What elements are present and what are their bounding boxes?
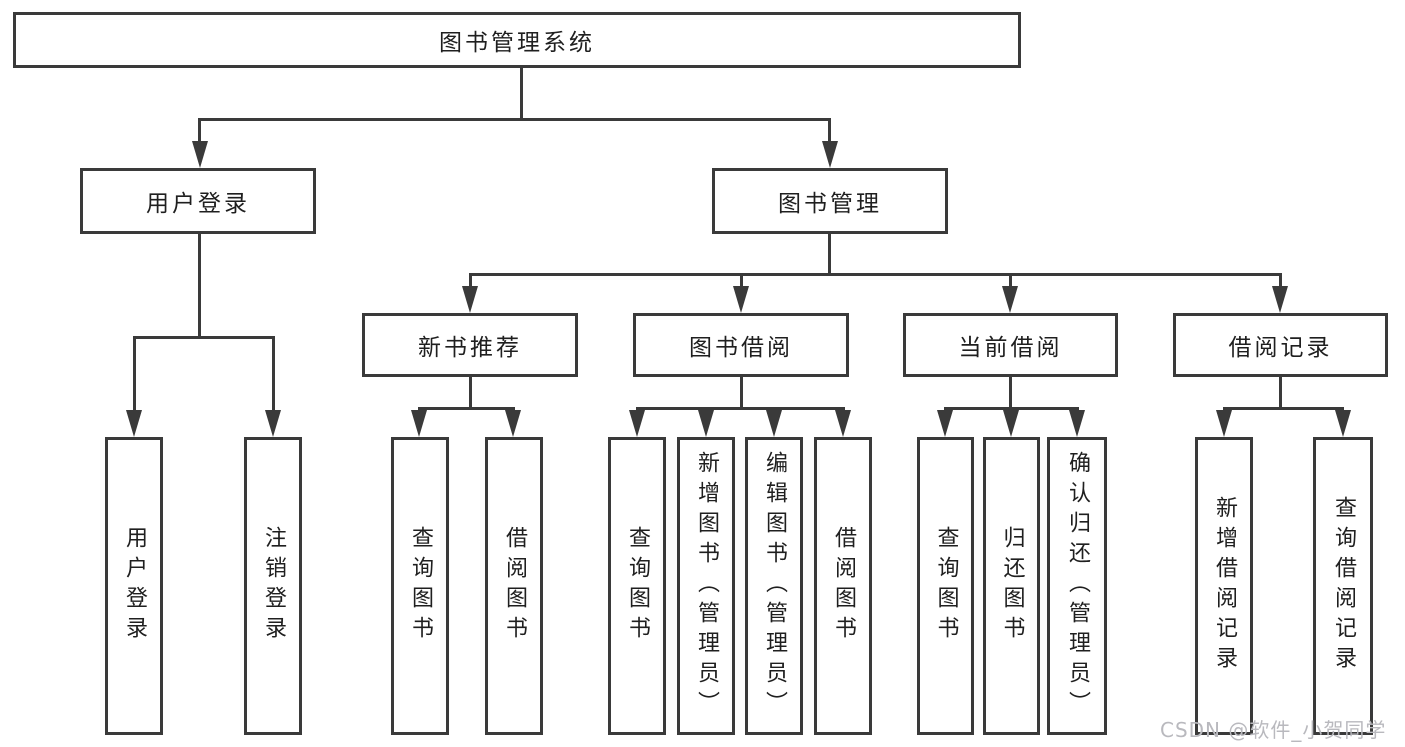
leaf-add-borrow-record: 新增借阅记录	[1195, 437, 1253, 735]
leaf-query-book-recommend-label: 查询图书	[408, 526, 433, 646]
leaf-edit-book-admin-label: 编辑图书（管理员）	[762, 451, 787, 721]
connector-current-borrow-stub	[1009, 377, 1012, 407]
connector-book-borrow-stub	[740, 377, 743, 407]
node-book-borrow: 图书借阅	[633, 313, 849, 377]
arrow-down-icon	[698, 410, 714, 437]
arrow-down-icon	[505, 410, 521, 437]
node-user-login: 用户登录	[80, 168, 316, 234]
connector-current-borrow-bar	[944, 407, 1079, 410]
leaf-borrow-book: 借阅图书	[814, 437, 872, 735]
connector-shaft	[133, 336, 136, 413]
arrow-down-icon	[1002, 286, 1018, 313]
connector-shaft	[1279, 273, 1282, 289]
leaf-confirm-return-admin-label: 确认归还（管理员）	[1065, 451, 1090, 721]
connector-root-bar	[199, 118, 831, 121]
leaf-confirm-return-admin: 确认归还（管理员）	[1047, 437, 1107, 735]
leaf-query-book-borrow: 查询图书	[608, 437, 666, 735]
arrow-down-icon	[126, 410, 142, 437]
node-new-book-recommend: 新书推荐	[362, 313, 578, 377]
leaf-query-borrow-record: 查询借阅记录	[1313, 437, 1373, 735]
node-root: 图书管理系统	[13, 12, 1021, 68]
connector-shaft	[828, 118, 831, 144]
leaf-logout: 注销登录	[244, 437, 302, 735]
leaf-user-login: 用户登录	[105, 437, 163, 735]
arrow-down-icon	[462, 286, 478, 313]
leaf-borrow-book-label: 借阅图书	[831, 526, 856, 646]
csdn-watermark: CSDN @软件_小贺同学	[1160, 718, 1387, 742]
arrow-down-icon	[937, 410, 953, 437]
connector-shaft	[272, 336, 275, 413]
arrow-down-icon	[1003, 410, 1019, 437]
arrow-down-icon	[192, 141, 208, 168]
leaf-add-book-admin-label: 新增图书（管理员）	[694, 451, 719, 721]
leaf-edit-book-admin: 编辑图书（管理员）	[745, 437, 803, 735]
arrow-down-icon	[629, 410, 645, 437]
node-root-label: 图书管理系统	[439, 30, 595, 56]
node-book-management: 图书管理	[712, 168, 948, 234]
leaf-borrow-book-recommend-label: 借阅图书	[502, 526, 527, 646]
leaf-return-book-label: 归还图书	[999, 526, 1025, 646]
arrow-down-icon	[822, 141, 838, 168]
connector-root-stub	[520, 67, 523, 118]
node-borrow-records-label: 借阅记录	[1228, 335, 1333, 361]
arrow-down-icon	[411, 410, 427, 437]
arrow-down-icon	[1069, 410, 1085, 437]
connector-borrow-records-stub	[1279, 377, 1282, 407]
node-book-borrow-label: 图书借阅	[689, 335, 793, 361]
arrow-down-icon	[733, 286, 749, 313]
connector-shaft	[1009, 273, 1012, 289]
node-borrow-records: 借阅记录	[1173, 313, 1388, 377]
connector-new-book-bar	[418, 407, 515, 410]
connector-shaft	[740, 273, 743, 289]
leaf-query-book-current: 查询图书	[917, 437, 974, 735]
leaf-query-book-borrow-label: 查询图书	[625, 526, 650, 646]
connector-book-borrow-bar	[636, 407, 845, 410]
connector-new-book-stub	[469, 377, 472, 407]
leaf-query-book-current-label: 查询图书	[933, 526, 959, 646]
connector-borrow-records-bar	[1223, 407, 1344, 410]
connector-book-mgmt-bar	[469, 273, 1282, 276]
node-book-management-label: 图书管理	[778, 191, 882, 217]
arrow-down-icon	[835, 410, 851, 437]
arrow-down-icon	[1272, 286, 1288, 313]
connector-user-login-bar	[133, 336, 274, 339]
leaf-add-book-admin: 新增图书（管理员）	[677, 437, 735, 735]
leaf-logout-label: 注销登录	[261, 526, 286, 646]
leaf-query-borrow-record-label: 查询借阅记录	[1331, 496, 1356, 676]
connector-user-login-stub	[198, 233, 201, 336]
node-new-book-recommend-label: 新书推荐	[418, 335, 522, 361]
arrow-down-icon	[766, 410, 782, 437]
arrow-down-icon	[1216, 410, 1232, 437]
node-user-login-label: 用户登录	[146, 191, 250, 217]
leaf-user-login-label: 用户登录	[122, 526, 147, 646]
leaf-return-book: 归还图书	[983, 437, 1040, 735]
leaf-add-borrow-record-label: 新增借阅记录	[1212, 496, 1237, 676]
leaf-borrow-book-recommend: 借阅图书	[485, 437, 543, 735]
leaf-query-book-recommend: 查询图书	[391, 437, 449, 735]
connector-shaft	[198, 118, 201, 144]
connector-book-mgmt-stub	[828, 233, 831, 273]
arrow-down-icon	[1335, 410, 1351, 437]
node-current-borrow-label: 当前借阅	[958, 335, 1063, 361]
arrow-down-icon	[265, 410, 281, 437]
node-current-borrow: 当前借阅	[903, 313, 1118, 377]
connector-shaft	[469, 273, 472, 289]
